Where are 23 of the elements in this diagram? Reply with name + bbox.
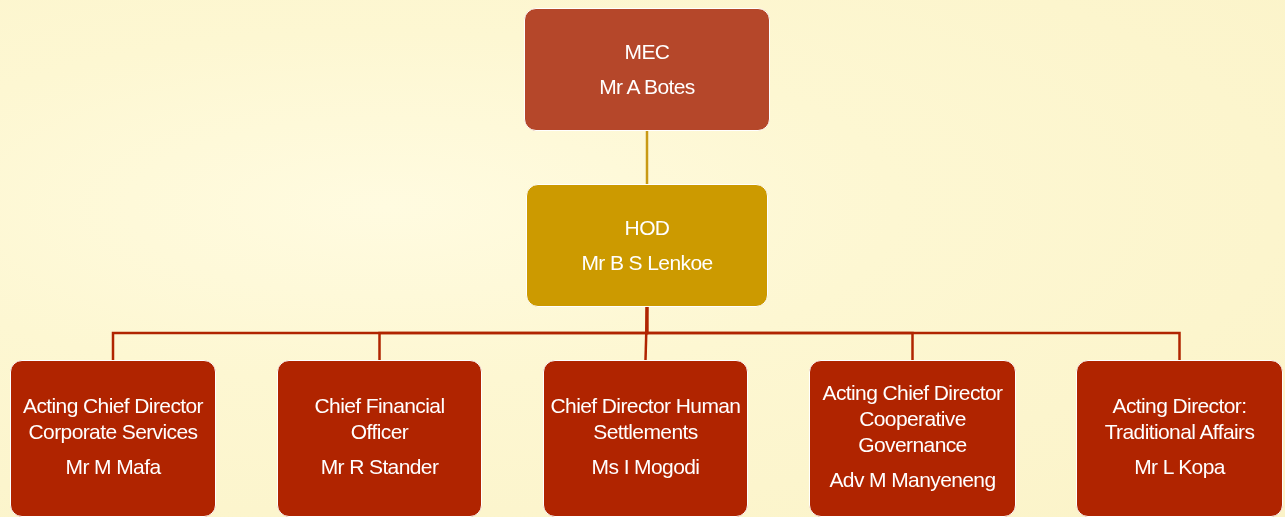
person-name: Ms I Mogodi — [591, 454, 700, 480]
org-chart-box — [543, 360, 748, 517]
position-title: Chief Financial Officer — [313, 393, 446, 445]
org-chart-box — [526, 184, 768, 307]
position-title: Chief Director Human Settlements — [550, 393, 741, 445]
position-title: Acting Chief Director Cooperative Governance — [821, 380, 1004, 458]
connector-line — [645, 131, 649, 184]
org-chart-box — [10, 360, 216, 517]
org-chart-box — [524, 8, 770, 131]
org-chart-box — [277, 360, 482, 517]
position-title: HOD — [624, 215, 670, 241]
person-name: Adv M Manyeneng — [829, 467, 996, 493]
org-chart-box — [1076, 360, 1283, 517]
position-title: MEC — [624, 39, 670, 65]
person-name: Mr L Kopa — [1134, 454, 1225, 480]
org-chart-box — [809, 360, 1016, 517]
person-name: Mr R Stander — [320, 454, 439, 480]
position-title: Acting Director: Traditional Affairs — [1103, 393, 1256, 445]
person-name: Mr A Botes — [599, 74, 695, 100]
position-title: Acting Chief Director Corporate Services — [22, 393, 204, 445]
person-name: Mr M Mafa — [65, 454, 161, 480]
person-name: Mr B S Lenkoe — [581, 250, 713, 276]
connector-line — [645, 307, 1181, 360]
